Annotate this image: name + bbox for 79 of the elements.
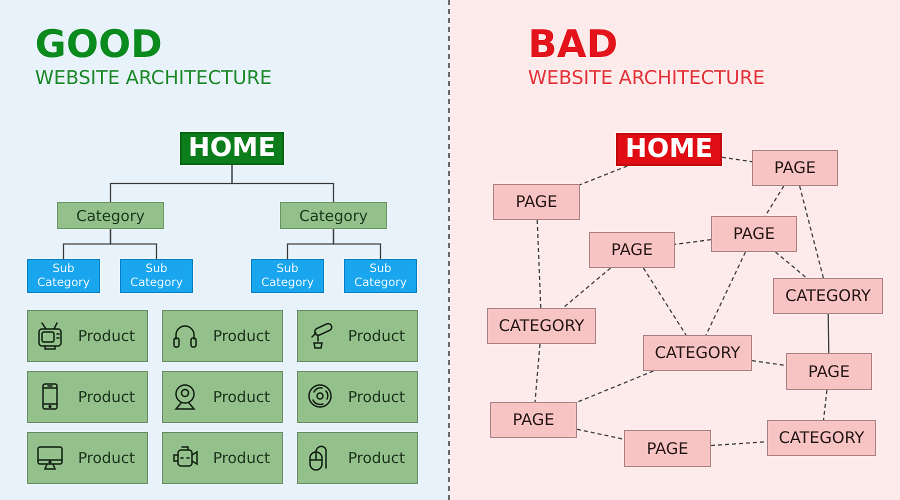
- connector-line: [231, 165, 334, 202]
- page-box: [786, 353, 872, 390]
- heading: GOOD: [35, 24, 162, 66]
- node-label: Product: [348, 388, 405, 406]
- subcategory-box: [251, 259, 324, 293]
- product-box: [162, 432, 283, 484]
- connector-line: [764, 186, 784, 216]
- node-label: Product: [213, 388, 270, 406]
- product-box: [297, 371, 418, 423]
- heading: BAD: [528, 24, 618, 66]
- page-box: [624, 430, 711, 467]
- page-box: [643, 335, 752, 371]
- node-label: CATEGORY: [778, 428, 864, 448]
- connector-line: [536, 220, 542, 308]
- connector-line: [674, 239, 712, 245]
- connector-line: [822, 390, 828, 420]
- node-label: HOME: [625, 134, 713, 166]
- node-label: CATEGORY: [785, 286, 871, 306]
- product-box: [27, 371, 148, 423]
- node-label: CATEGORY: [654, 343, 740, 363]
- node-label: Product: [348, 449, 405, 467]
- subcategory-box: [120, 259, 193, 293]
- connector-line: [580, 165, 628, 186]
- connector-line: [332, 229, 382, 259]
- connector-line: [534, 344, 541, 402]
- node-label: PAGE: [774, 158, 816, 178]
- subheading: WEBSITE ARCHITECTURE: [528, 68, 765, 89]
- page-box: [773, 278, 883, 314]
- subcategory-box: [27, 259, 100, 293]
- product-box: [27, 310, 148, 362]
- home-box: [616, 133, 722, 166]
- node-label: Product: [213, 327, 270, 345]
- page-box: [752, 150, 838, 186]
- node-label: PAGE: [646, 438, 688, 458]
- product-box: [162, 310, 283, 362]
- node-label: Product: [213, 449, 270, 467]
- connector-line: [799, 186, 824, 278]
- connector-line: [110, 229, 158, 259]
- product-box: [162, 371, 283, 423]
- product-box: [297, 310, 418, 362]
- subcategory-box: [344, 259, 417, 293]
- node-label: PAGE: [611, 240, 653, 260]
- connector-line: [576, 370, 654, 403]
- connector-line: [752, 360, 786, 366]
- connector-line: [705, 252, 746, 336]
- page-box: [493, 184, 580, 220]
- connector-line: [775, 252, 807, 278]
- node-label: Sub Category: [129, 262, 184, 290]
- page-box: [711, 216, 797, 252]
- node-label: Product: [348, 327, 405, 345]
- home-box: [180, 132, 284, 165]
- page-box: [487, 308, 596, 344]
- product-box: [297, 432, 418, 484]
- node-label: Sub Category: [353, 262, 408, 290]
- node-label: Sub Category: [260, 262, 315, 290]
- node-label: Sub Category: [36, 262, 91, 290]
- node-label: PAGE: [512, 410, 554, 430]
- connector-line: [828, 314, 830, 353]
- node-label: HOME: [188, 132, 276, 164]
- node-label: Product: [78, 327, 135, 345]
- connector-line: [642, 268, 687, 336]
- product-box: [27, 432, 148, 484]
- node-label: CATEGORY: [498, 316, 584, 336]
- connector-line: [576, 428, 624, 440]
- subheading: WEBSITE ARCHITECTURE: [35, 68, 272, 89]
- node-label: Category: [299, 206, 368, 224]
- page-box: [589, 232, 675, 268]
- node-label: Category: [76, 206, 145, 224]
- category-box: [57, 202, 164, 229]
- node-label: Product: [78, 449, 135, 467]
- page-box: [490, 402, 577, 438]
- node-label: Product: [78, 388, 135, 406]
- category-box: [280, 202, 387, 229]
- node-label: PAGE: [516, 192, 558, 212]
- connector-line: [562, 268, 611, 308]
- page-box: [767, 420, 876, 456]
- node-label: PAGE: [808, 362, 850, 382]
- node-label: PAGE: [733, 224, 775, 244]
- connector-line: [722, 156, 752, 162]
